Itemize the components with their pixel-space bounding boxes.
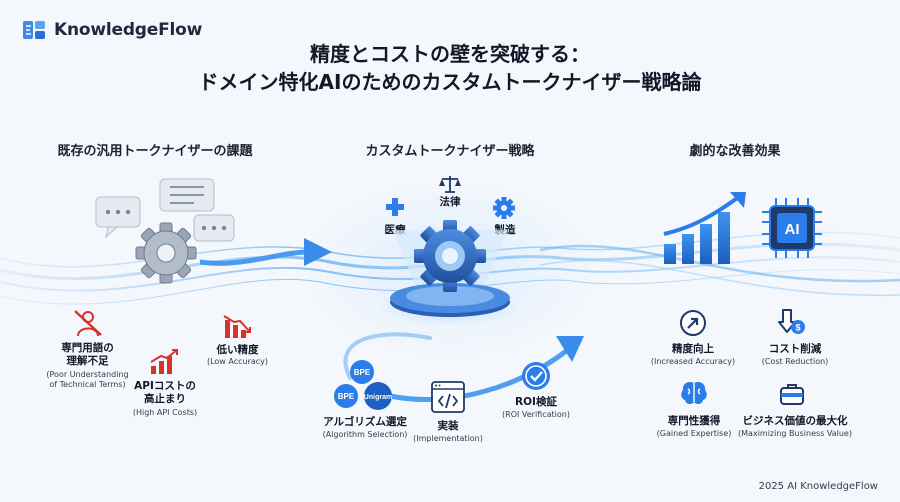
effect-sub-cost: (Cost Reduction) — [761, 357, 829, 366]
effect-sub-business-value: (Maximizing Business Value) — [738, 429, 852, 438]
effect-label-business-value: ビジネス価値の最大化 — [742, 415, 848, 427]
medical-cross-icon — [386, 198, 404, 216]
custom-tokenizer-gear-icon — [378, 220, 522, 326]
domain-label-legal: 法律 — [439, 196, 461, 208]
rising-cost-chart-icon — [150, 349, 178, 374]
briefcase-icon — [780, 384, 804, 405]
svg-text:$: $ — [795, 323, 800, 333]
brand-name: KnowledgeFlow — [54, 20, 203, 40]
chat-bubble-icon — [193, 214, 235, 242]
chat-bubble-icon — [159, 178, 215, 212]
manufacturing-gear-icon — [493, 197, 515, 219]
ai-chip-icon: AI — [762, 198, 822, 258]
effect-label-accuracy: 精度向上 — [672, 343, 714, 355]
no-understanding-icon — [74, 310, 102, 337]
step-label-algorithm: アルゴリズム選定 — [323, 416, 407, 428]
chat-gear-illustration — [95, 178, 235, 284]
arrow-right-icon — [200, 238, 332, 266]
section-heading-problems: 既存の汎用トークナイザーの課題 — [57, 144, 253, 159]
algorithm-bpe-label-1: BPE — [354, 368, 371, 377]
algorithm-bpe-label-2: BPE — [338, 392, 355, 401]
problem-sub-terms: (Poor Understanding of Technical Terms) — [46, 370, 129, 389]
effect-label-expertise: 専門性獲得 — [667, 415, 721, 427]
cost-down-icon: $ — [778, 309, 805, 334]
step-sub-roi: (ROI Verification) — [502, 410, 570, 419]
problem-label-accuracy: 低い精度 — [216, 344, 259, 356]
copyright-text: 2025 AI KnowledgeFlow — [758, 481, 878, 492]
gear-icon — [135, 222, 197, 284]
step-sub-algorithm: (Algorithm Selection) — [322, 430, 408, 439]
section-heading-strategy: カスタムトークナイザー戦略 — [365, 144, 535, 159]
effect-sub-expertise: (Gained Expertise) — [656, 429, 732, 438]
page-title-line-2: ドメイン特化AIのためのカスタムトークナイザー戦略論 — [198, 70, 702, 94]
page-title-line-1: 精度とコストの壁を突破する： — [310, 42, 590, 66]
effect-sub-accuracy: (Increased Accuracy) — [650, 357, 736, 366]
brand-logo: KnowledgeFlow — [22, 18, 202, 42]
process-flow-arrow — [343, 332, 584, 402]
brand-logo-icon — [23, 21, 45, 39]
checkmark-badge-icon — [522, 362, 550, 390]
algorithm-bubbles: BPE BPE Unigram — [334, 360, 392, 410]
declining-accuracy-chart-icon — [223, 315, 251, 338]
brain-icon — [681, 381, 707, 405]
step-label-implementation: 実装 — [437, 420, 459, 432]
problem-sub-accuracy: (Low Accuracy) — [206, 357, 269, 366]
problem-sub-cost: (High API Costs) — [132, 408, 198, 417]
step-sub-implementation: (Implementation) — [413, 434, 483, 443]
problem-label-terms: 専門用語の 理解不足 — [61, 342, 114, 367]
problem-label-cost: APIコストの 高止まり — [134, 380, 196, 405]
effect-label-cost: コスト削減 — [768, 343, 822, 355]
step-label-roi: ROI検証 — [515, 396, 557, 408]
ai-chip-label: AI — [785, 221, 800, 238]
section-heading-effects: 劇的な改善効果 — [689, 144, 781, 159]
increase-arrow-icon — [680, 310, 706, 336]
scales-icon — [439, 176, 461, 193]
algorithm-unigram-label: Unigram — [364, 394, 392, 401]
chat-bubble-icon — [95, 196, 141, 239]
code-window-icon — [431, 381, 465, 413]
growth-chart-icon — [663, 192, 746, 264]
